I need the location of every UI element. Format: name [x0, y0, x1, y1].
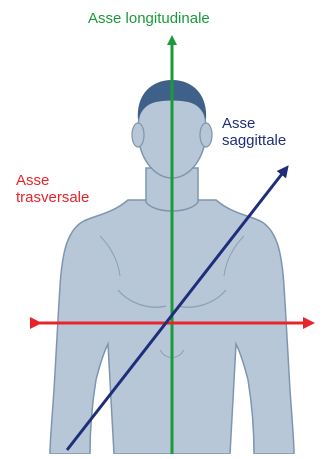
sagittal-axis-label: Asse saggittale — [222, 115, 286, 149]
transverse-axis-label: Asse trasversale — [16, 172, 89, 206]
transverse-axis-label-line-2: trasversale — [16, 189, 89, 206]
transverse-axis-label-line-1: Asse — [16, 172, 89, 189]
longitudinal-axis-label: Asse longitudinale — [88, 10, 210, 27]
left-ear — [132, 123, 144, 147]
sagittal-axis-label-line-1: Asse — [222, 115, 286, 132]
longitudinal-axis-label-text: Asse longitudinale — [88, 10, 210, 27]
sagittal-axis-label-line-2: saggittale — [222, 132, 286, 149]
right-ear — [200, 123, 212, 147]
